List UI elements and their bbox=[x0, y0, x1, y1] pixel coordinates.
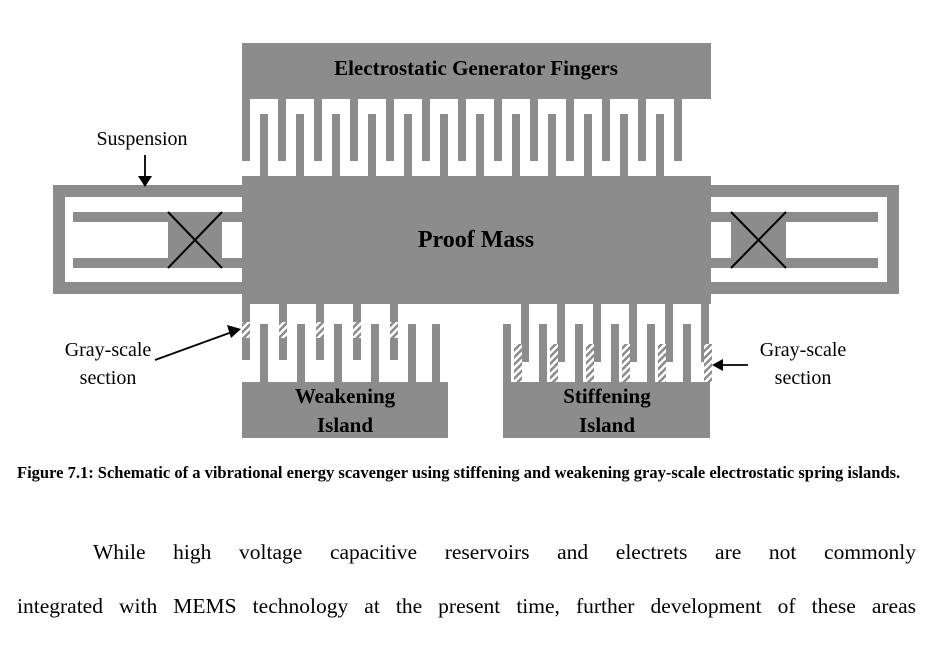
mass-finger bbox=[440, 114, 448, 176]
fixed-finger bbox=[422, 99, 430, 161]
body-text-line-2: integrated with MEMS technology at the p… bbox=[17, 594, 916, 618]
gray-scale-section bbox=[353, 322, 361, 338]
fixed-finger bbox=[314, 99, 322, 161]
suspension-label: Suspension bbox=[96, 128, 187, 150]
proof-mass-label: Proof Mass bbox=[418, 227, 534, 253]
fixed-finger bbox=[530, 99, 538, 161]
suspension-arrow bbox=[138, 155, 152, 187]
gray-scale-section bbox=[390, 322, 398, 338]
fixed-finger bbox=[494, 99, 502, 161]
island-finger bbox=[334, 324, 342, 382]
gray-scale-section bbox=[704, 344, 712, 382]
mass-finger bbox=[332, 114, 340, 176]
stiffening-island-label-line2: Island bbox=[579, 413, 635, 437]
gray-scale-label-right-line1: Gray-scale bbox=[760, 339, 847, 361]
island-finger bbox=[683, 324, 691, 382]
mass-finger bbox=[296, 114, 304, 176]
fixed-finger bbox=[674, 99, 682, 161]
gray-scale-section bbox=[279, 322, 287, 338]
island-finger bbox=[503, 324, 511, 382]
left-suspension bbox=[53, 185, 242, 294]
proof-mass-top-fingers bbox=[260, 114, 664, 176]
island-finger bbox=[260, 324, 268, 382]
island-finger bbox=[539, 324, 547, 382]
mass-finger bbox=[557, 304, 565, 362]
body-text-line-1: While high voltage capacitive reservoirs… bbox=[93, 540, 916, 564]
weakening-island-label-line2: Island bbox=[317, 413, 373, 437]
fixed-finger bbox=[350, 99, 358, 161]
weakening-island bbox=[242, 382, 448, 438]
gray-scale-section bbox=[316, 322, 324, 338]
mass-finger bbox=[593, 304, 601, 362]
gray-scale-section bbox=[550, 344, 558, 382]
gray-scale-section bbox=[242, 322, 250, 338]
mass-finger bbox=[404, 114, 412, 176]
mass-finger bbox=[260, 114, 268, 176]
gray-scale-section bbox=[622, 344, 630, 382]
figure-caption-text: Figure 7.1: Schematic of a vibrational e… bbox=[17, 463, 901, 482]
gray-scale-arrow-left bbox=[154, 325, 241, 361]
gray-scale-label-left-line2: section bbox=[80, 367, 137, 389]
mass-finger bbox=[629, 304, 637, 362]
generator-fingers-label: Electrostatic Generator Fingers bbox=[334, 56, 618, 80]
mass-finger bbox=[665, 304, 673, 362]
island-finger bbox=[432, 324, 440, 382]
mass-finger bbox=[701, 304, 709, 362]
mass-finger bbox=[620, 114, 628, 176]
gray-scale-section bbox=[514, 344, 522, 382]
island-finger bbox=[371, 324, 379, 382]
fixed-finger bbox=[386, 99, 394, 161]
mass-finger bbox=[656, 114, 664, 176]
mems-schematic-figure: Electrostatic Generator Fingers Proof Ma… bbox=[53, 43, 899, 438]
fixed-finger bbox=[602, 99, 610, 161]
right-suspension bbox=[711, 185, 899, 294]
island-finger bbox=[575, 324, 583, 382]
proof-mass-body bbox=[242, 176, 711, 304]
stiffening-island-label-line1: Stiffening bbox=[563, 384, 651, 408]
figure-caption: Figure 7.1: Schematic of a vibrational e… bbox=[17, 462, 922, 483]
spring-island-fingers bbox=[242, 304, 712, 382]
mass-finger bbox=[476, 114, 484, 176]
island-finger bbox=[408, 324, 416, 382]
island-finger bbox=[611, 324, 619, 382]
gray-scale-label-left-line1: Gray-scale bbox=[65, 339, 152, 361]
gray-scale-label-right-line2: section bbox=[775, 367, 832, 389]
island-finger bbox=[297, 324, 305, 382]
gray-scale-section bbox=[658, 344, 666, 382]
island-finger bbox=[647, 324, 655, 382]
fixed-finger bbox=[242, 99, 250, 161]
mass-finger bbox=[584, 114, 592, 176]
weakening-island-label-line1: Weakening bbox=[295, 384, 396, 408]
mass-finger bbox=[521, 304, 529, 362]
fixed-finger bbox=[638, 99, 646, 161]
mems-structure bbox=[53, 43, 899, 438]
stiffening-island bbox=[503, 382, 710, 438]
mass-finger bbox=[512, 114, 520, 176]
fixed-finger bbox=[278, 99, 286, 161]
fixed-finger bbox=[458, 99, 466, 161]
gray-scale-section bbox=[586, 344, 594, 382]
mass-finger bbox=[368, 114, 376, 176]
fixed-finger bbox=[566, 99, 574, 161]
mass-finger bbox=[548, 114, 556, 176]
generator-fixed-fingers bbox=[242, 99, 682, 161]
gray-scale-arrow-right bbox=[712, 359, 748, 371]
generator-electrode bbox=[242, 43, 711, 99]
